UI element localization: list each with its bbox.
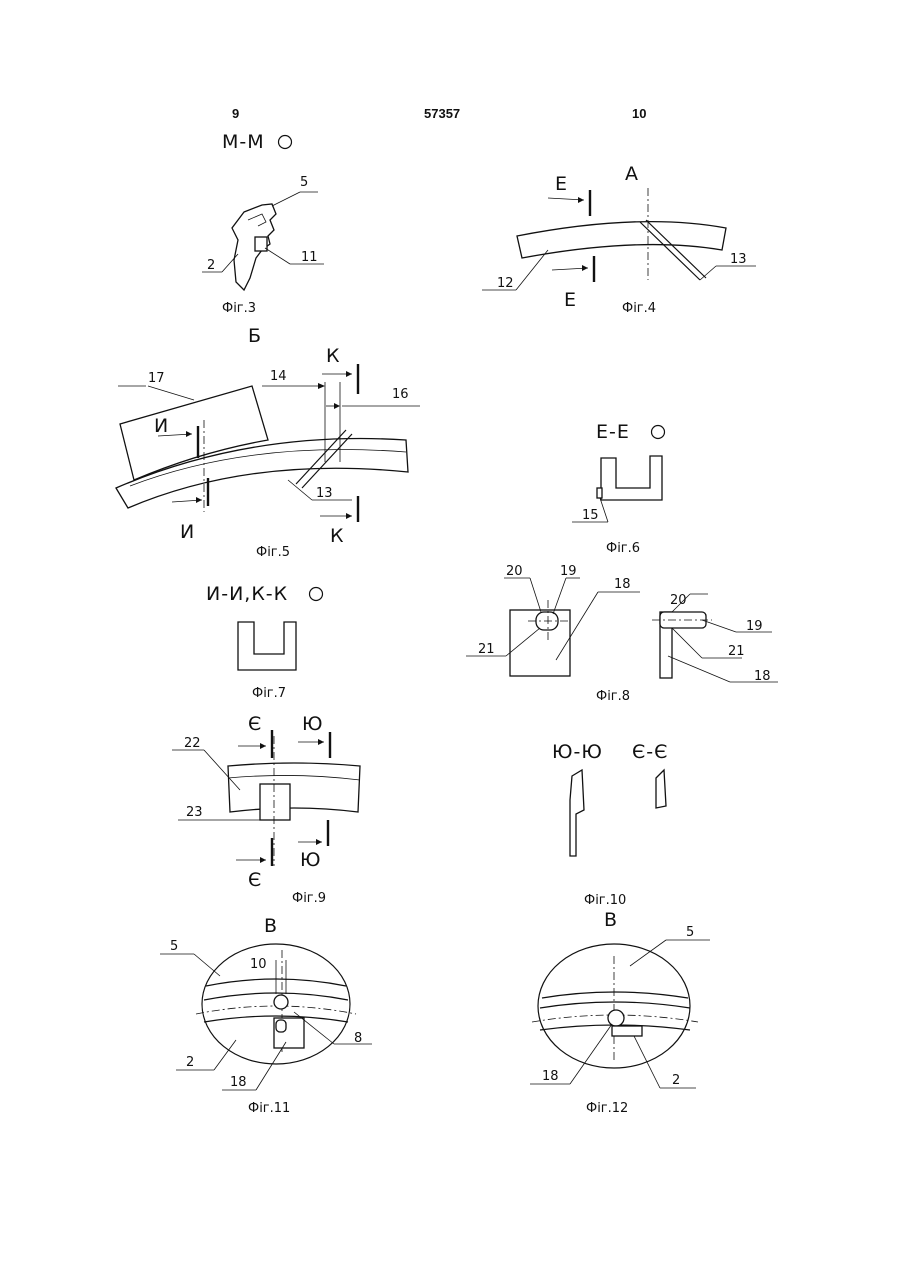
section-circle-icon [279, 136, 292, 149]
fig9-curved-bar [228, 763, 360, 812]
figure-7: И-И,К-К Фіг.7 [206, 583, 323, 701]
fig10-section-a-title: Ю-Ю [552, 741, 603, 763]
fig9-label-22: 22 [184, 736, 201, 751]
fig5-label-17: 17 [148, 371, 165, 386]
fig4-curved-bar [517, 222, 726, 258]
figure-12: В 5 18 2 Фіг.12 [530, 909, 710, 1116]
fig3-part-outline [232, 204, 276, 290]
fig5-i-label-bottom: И [180, 521, 195, 543]
fig8-caption: Фіг.8 [596, 689, 630, 704]
fig7-section-title: И-И,К-К [206, 583, 288, 605]
fig5-label-16: 16 [392, 387, 409, 402]
fig4-view-title: А [625, 163, 639, 185]
figure-5: Б К К И И 14 16 17 13 Фіг.5 [116, 325, 420, 560]
fig8-label-20b: 20 [670, 593, 687, 608]
document-number: 57357 [424, 106, 460, 121]
fig9-e-label-bottom: Є [248, 869, 262, 891]
fig8-label-20a: 20 [506, 564, 523, 579]
fig5-k-label-top: К [326, 345, 341, 367]
fig12-caption: Фіг.12 [586, 1101, 628, 1116]
fig4-cut-label-top: Е [555, 173, 568, 195]
fig6-u-profile [601, 456, 662, 500]
fig8-label-18b: 18 [754, 669, 771, 684]
fig12-rail-top [542, 992, 688, 998]
fig10-profile-a [570, 770, 584, 856]
fig3-pin [255, 237, 267, 251]
fig12-label-5: 5 [686, 925, 694, 940]
fig8-label-19a: 19 [560, 564, 577, 579]
fig5-label-13: 13 [316, 486, 333, 501]
fig8-label-18a: 18 [614, 577, 631, 592]
figure-6: Е-Е 15 Фіг.6 [572, 421, 665, 556]
fig11-label-5: 5 [170, 939, 178, 954]
fig5-view-title: Б [248, 325, 262, 347]
fig9-e-label-top: Є [248, 713, 262, 735]
fig9-caption: Фіг.9 [292, 891, 326, 906]
fig12-pin [608, 1010, 624, 1026]
fig4-cut-label-bottom: Е [564, 289, 577, 311]
fig4-caption: Фіг.4 [622, 301, 656, 316]
fig5-label-14: 14 [270, 369, 287, 384]
fig3-label-2: 2 [207, 258, 215, 273]
fig11-label-10: 10 [250, 957, 267, 972]
figure-3: М-М 5 2 11 Фіг.3 [202, 131, 324, 316]
fig8-label-19b: 19 [746, 619, 763, 634]
fig11-view-title: В [264, 915, 278, 937]
fig7-caption: Фіг.7 [252, 686, 286, 701]
fig11-slot [276, 1020, 286, 1032]
figure-4: А Е Е 12 13 Фіг.4 [482, 163, 756, 316]
right-page-number: 10 [632, 106, 646, 121]
section-circle-icon [652, 426, 665, 439]
fig12-label-2: 2 [672, 1073, 680, 1088]
fig3-section-title: М-М [222, 131, 265, 153]
figure-8: 20 19 18 21 20 19 21 18 Фіг.8 [466, 564, 778, 704]
fig10-section-b-title: Є-Є [632, 741, 668, 763]
fig4-label-12: 12 [497, 276, 514, 291]
fig12-label-18: 18 [542, 1069, 559, 1084]
fig6-section-title: Е-Е [596, 421, 630, 443]
fig8-pin-side [660, 612, 706, 628]
fig9-yu-label-bottom: Ю [300, 849, 322, 871]
fig6-caption: Фіг.6 [606, 541, 640, 556]
fig5-i-label-top: И [154, 415, 169, 437]
fig11-caption: Фіг.11 [248, 1101, 290, 1116]
fig10-caption: Фіг.10 [584, 893, 626, 908]
fig12-plate [612, 1026, 642, 1036]
fig6-label-15: 15 [582, 508, 599, 523]
fig3-caption: Фіг.3 [222, 301, 256, 316]
fig9-label-23: 23 [186, 805, 203, 820]
fig9-slot [260, 784, 290, 820]
fig7-u-profile [238, 622, 296, 670]
fig8-label-21a: 21 [478, 642, 495, 657]
fig5-caption: Фіг.5 [256, 545, 290, 560]
figure-10: Ю-Ю Є-Є Фіг.10 [552, 741, 668, 908]
fig3-label-11: 11 [301, 250, 318, 265]
figure-9: Є Є Ю Ю 22 23 Фіг.9 [172, 713, 360, 906]
fig5-k-label-bottom: К [330, 525, 345, 547]
fig11-label-18: 18 [230, 1075, 247, 1090]
fig10-profile-b [656, 770, 666, 808]
fig12-view-title: В [604, 909, 618, 931]
fig11-label-2: 2 [186, 1055, 194, 1070]
fig6-tab [597, 488, 602, 498]
fig11-pin [274, 995, 288, 1009]
fig4-label-13: 13 [730, 252, 747, 267]
section-circle-icon [310, 588, 323, 601]
figure-11: В 10 5 2 8 18 Фіг.11 [160, 915, 372, 1116]
fig8-label-21b: 21 [728, 644, 745, 659]
fig3-label-5: 5 [300, 175, 308, 190]
left-page-number: 9 [232, 106, 239, 121]
fig11-label-8: 8 [354, 1031, 362, 1046]
fig9-yu-label-top: Ю [302, 713, 324, 735]
